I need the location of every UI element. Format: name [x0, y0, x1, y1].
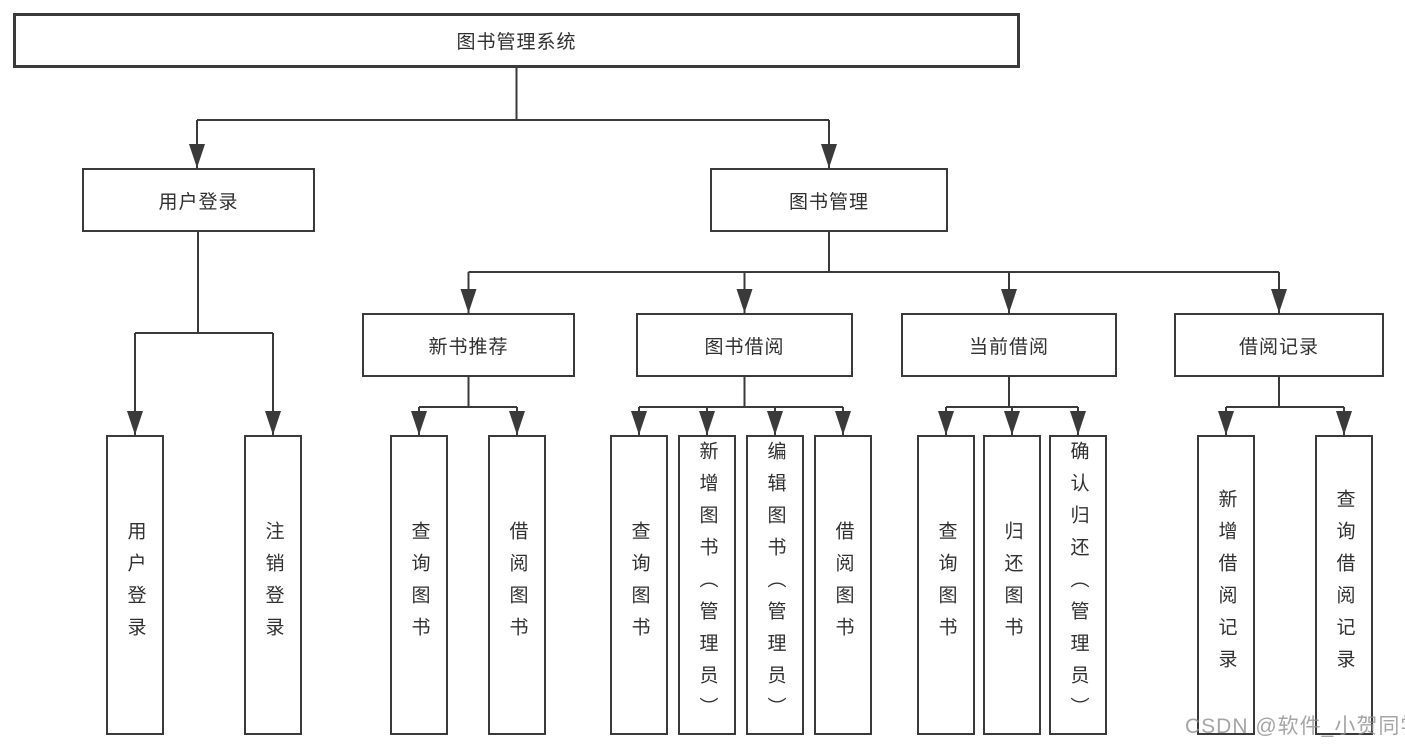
- leaf-recommend-borrow-book: 借阅图书: [488, 435, 546, 735]
- leaf-add-borrow-record-label: 新增借阅记录: [1215, 489, 1237, 681]
- leaf-query-borrow-record-label: 查询借阅记录: [1333, 489, 1355, 681]
- node-book-management: 图书管理: [710, 168, 948, 232]
- node-borrow-record-label: 借阅记录: [1238, 336, 1319, 358]
- leaf-add-book-admin-label: 新增图书（管理员）: [696, 441, 718, 729]
- leaf-recommend-query-book: 查询图书: [390, 435, 448, 735]
- node-current-borrow: 当前借阅: [901, 313, 1117, 377]
- node-borrow-record: 借阅记录: [1174, 313, 1384, 377]
- node-root: 图书管理系统: [13, 13, 1020, 68]
- leaf-user-login-label: 用户登录: [124, 521, 146, 649]
- node-new-book-recommend-label: 新书推荐: [428, 336, 509, 358]
- leaf-borrow-query-book-label: 查询图书: [628, 521, 650, 649]
- leaf-confirm-return-admin-label: 确认归还（管理员）: [1067, 441, 1089, 729]
- node-current-borrow-label: 当前借阅: [968, 336, 1049, 358]
- leaf-current-query-book: 查询图书: [917, 435, 975, 735]
- leaf-logout-label: 注销登录: [262, 521, 284, 649]
- node-user-login-label: 用户登录: [158, 191, 239, 213]
- node-root-label: 图书管理系统: [456, 32, 577, 53]
- leaf-add-borrow-record: 新增借阅记录: [1197, 435, 1255, 735]
- leaf-current-query-book-label: 查询图书: [935, 521, 957, 649]
- node-user-login: 用户登录: [82, 168, 315, 232]
- csdn-watermark: CSDN @软件_小贺同学: [1185, 715, 1405, 738]
- node-book-management-label: 图书管理: [788, 191, 869, 213]
- node-book-borrow-label: 图书借阅: [704, 336, 785, 358]
- leaf-user-login: 用户登录: [106, 435, 164, 735]
- leaf-confirm-return-admin: 确认归还（管理员）: [1049, 435, 1107, 735]
- leaf-return-book: 归还图书: [983, 435, 1041, 735]
- leaf-return-book-label: 归还图书: [1001, 521, 1023, 649]
- leaf-add-book-admin: 新增图书（管理员）: [678, 435, 736, 735]
- leaf-recommend-query-book-label: 查询图书: [408, 521, 430, 649]
- node-new-book-recommend: 新书推荐: [362, 313, 575, 377]
- leaf-edit-book-admin-label: 编辑图书（管理员）: [764, 441, 786, 729]
- leaf-edit-book-admin: 编辑图书（管理员）: [746, 435, 804, 735]
- leaf-recommend-borrow-book-label: 借阅图书: [506, 521, 528, 649]
- leaf-borrow-query-book: 查询图书: [610, 435, 668, 735]
- leaf-borrow-book: 借阅图书: [814, 435, 872, 735]
- leaf-logout: 注销登录: [244, 435, 302, 735]
- node-book-borrow: 图书借阅: [636, 313, 853, 377]
- leaf-query-borrow-record: 查询借阅记录: [1315, 435, 1373, 735]
- leaf-borrow-book-label: 借阅图书: [832, 521, 854, 649]
